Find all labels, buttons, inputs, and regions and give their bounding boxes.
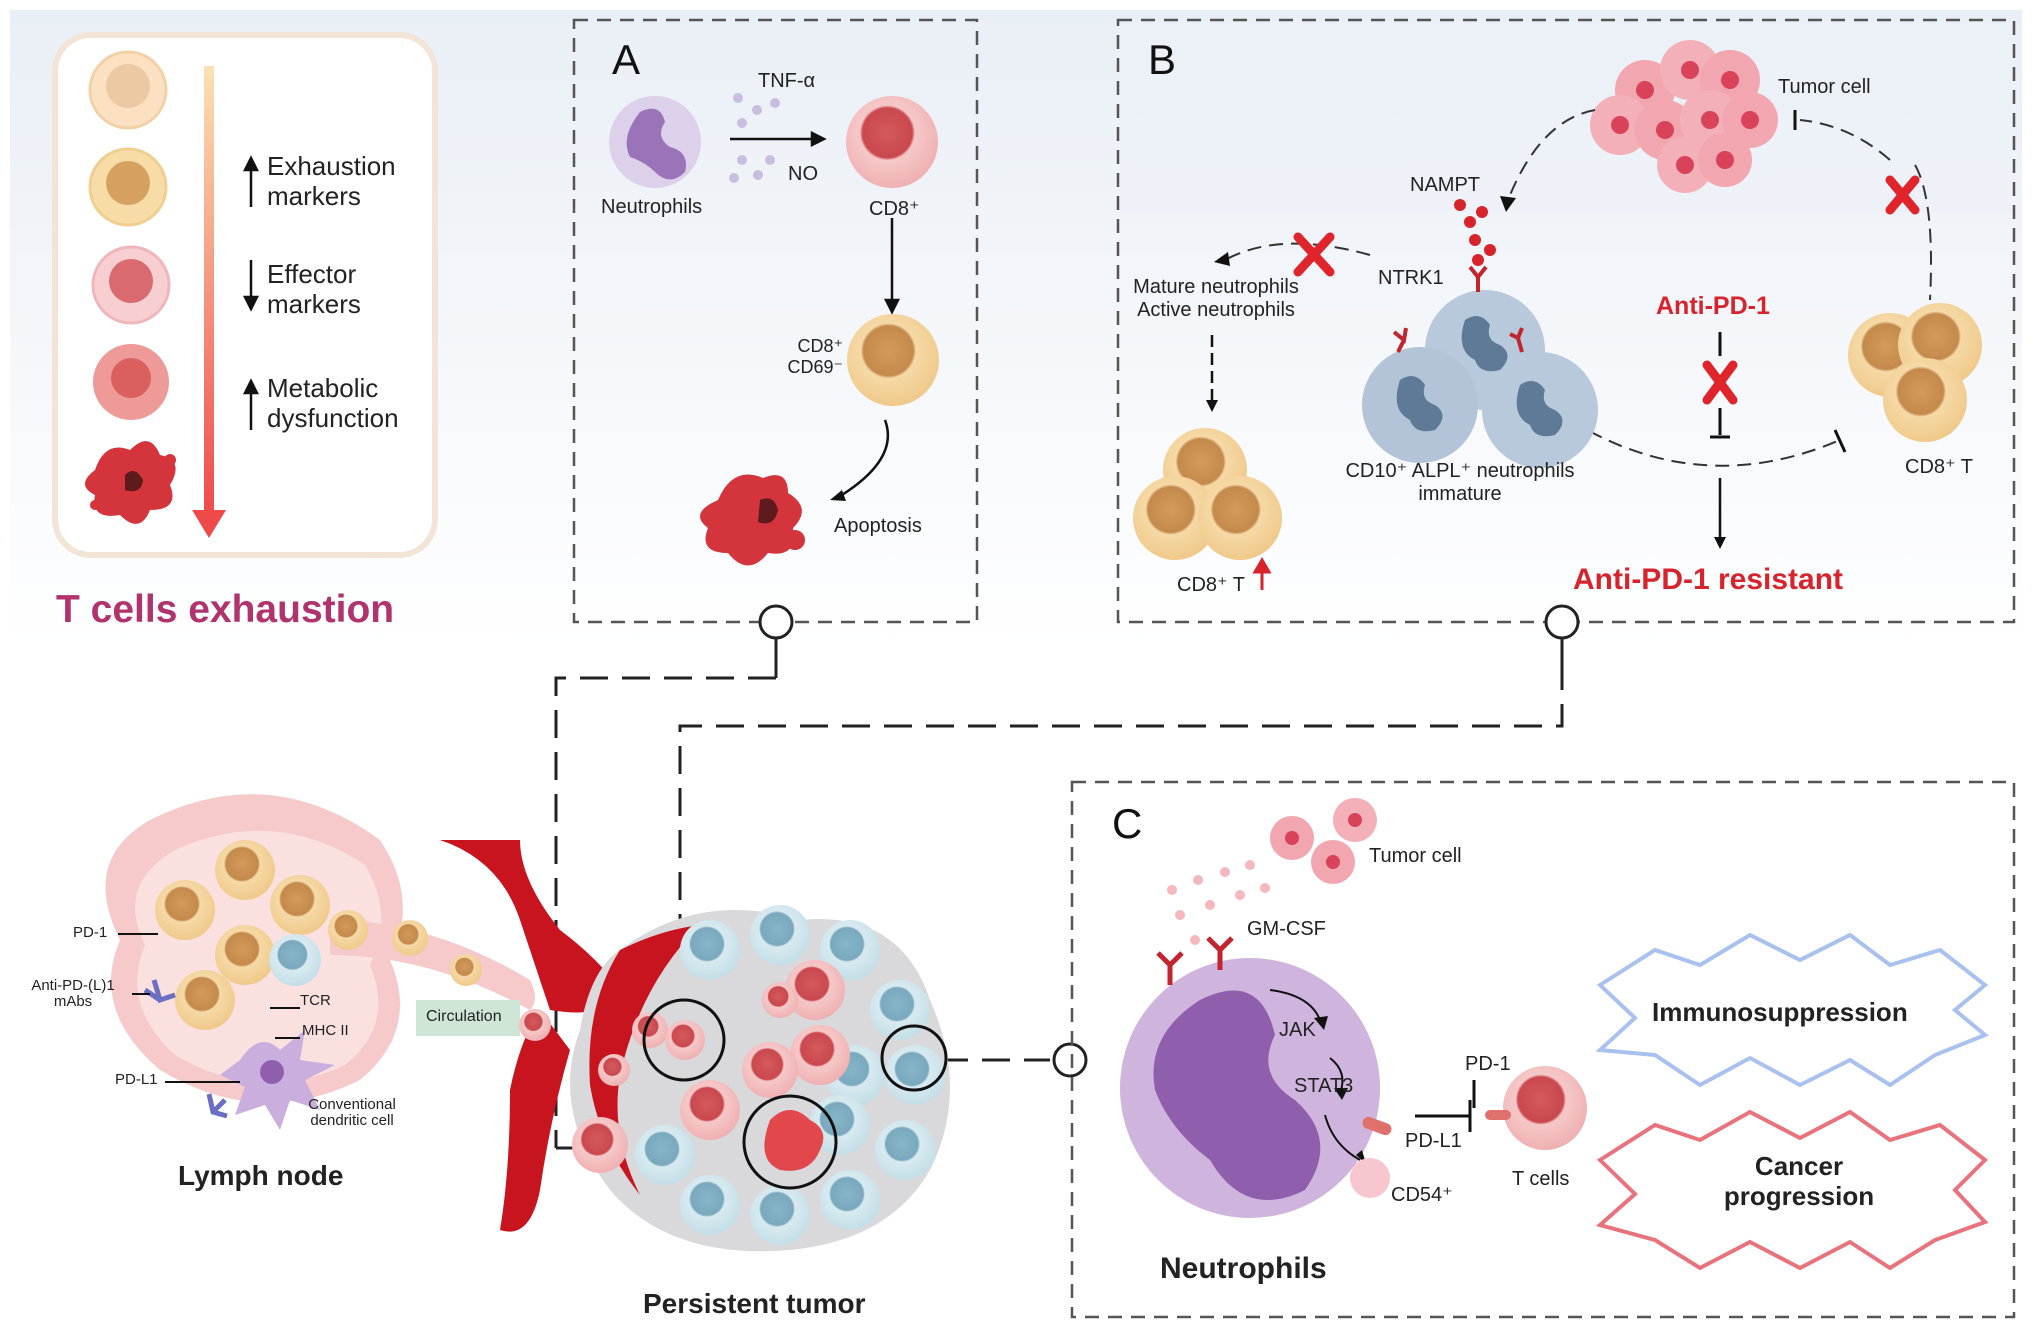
panel-b-letter: B bbox=[1148, 36, 1177, 83]
t-cells-label-c: T cells bbox=[1512, 1168, 1570, 1190]
legend-cell-exhausted bbox=[93, 344, 169, 420]
cd54-label: CD54⁺ bbox=[1391, 1184, 1453, 1206]
dendritic-cell bbox=[220, 1030, 335, 1130]
legend-title: T cells exhaustion bbox=[56, 588, 395, 631]
blood-vessel bbox=[440, 840, 620, 1232]
nampt-label: NAMPT bbox=[1410, 174, 1480, 196]
stat3-label: STAT3 bbox=[1294, 1075, 1354, 1097]
cd8t-label-right: CD8⁺ T bbox=[1905, 456, 1973, 478]
panel-a-letter: A bbox=[612, 36, 641, 83]
jak-label: JAK bbox=[1279, 1019, 1316, 1041]
cd8-t-cluster-left bbox=[1133, 428, 1282, 560]
cd8-label-a: CD8⁺ bbox=[869, 198, 920, 220]
apoptotic-cell bbox=[700, 474, 805, 566]
immature-neutrophils bbox=[1362, 265, 1598, 468]
anti-pd1-resistant-label: Anti-PD-1 resistant bbox=[1573, 563, 1844, 596]
tumor-cell-label-b: Tumor cell bbox=[1778, 76, 1871, 98]
pdl1-label-c: PD-L1 bbox=[1405, 1130, 1462, 1152]
no-label: NO bbox=[788, 163, 818, 185]
neutrophils-label-a: Neutrophils bbox=[601, 196, 703, 218]
cd8-cd69-cell bbox=[847, 314, 939, 406]
immunosuppression-star bbox=[1595, 932, 1989, 1088]
neutrophils-title-c: Neutrophils bbox=[1160, 1252, 1327, 1285]
panel-b bbox=[1116, 18, 2016, 624]
anti-pd1-label: Anti-PD-1 bbox=[1656, 292, 1770, 320]
ntrk1-label: NTRK1 bbox=[1378, 267, 1444, 289]
persistent-tumor bbox=[519, 905, 950, 1252]
mhc-label: MHC II bbox=[302, 1022, 349, 1039]
persistent-tumor-title: Persistent tumor bbox=[643, 1288, 866, 1319]
cd8t-label-left: CD8⁺ T bbox=[1177, 574, 1245, 596]
neutrophil-cell bbox=[609, 96, 701, 188]
panel-a bbox=[572, 18, 979, 624]
legend-cell-dead bbox=[85, 441, 176, 524]
pdl1-label-ln: PD-L1 bbox=[115, 1071, 158, 1088]
legend-panel bbox=[52, 32, 438, 558]
t-cell-c bbox=[1485, 1066, 1587, 1150]
tumor-cluster-b bbox=[1590, 40, 1778, 193]
circulation-box bbox=[416, 1000, 520, 1036]
pd1-label-ln: PD-1 bbox=[73, 924, 108, 941]
legend-cell-effector bbox=[91, 245, 171, 325]
cd8-cell-a bbox=[846, 96, 938, 188]
apoptosis-label: Apoptosis bbox=[834, 515, 922, 537]
pd1-label-c: PD-1 bbox=[1465, 1053, 1511, 1075]
cd8-cd69-label: CD8⁺CD69⁻ bbox=[787, 336, 843, 377]
tumor-cell-label-c: Tumor cell bbox=[1369, 845, 1462, 867]
panel-c bbox=[1070, 780, 2016, 1319]
legend-cell-naive bbox=[88, 50, 168, 130]
cancer-progression-star bbox=[1595, 1109, 1989, 1271]
cd8-t-cluster-right bbox=[1848, 303, 1982, 442]
lymph-node bbox=[105, 794, 535, 1130]
tumor-cells-c bbox=[1270, 798, 1377, 884]
tnf-alpha-label: TNF-α bbox=[758, 70, 816, 92]
panel-c-letter: C bbox=[1112, 800, 1143, 847]
circulation-label: Circulation bbox=[426, 1008, 502, 1025]
lymph-node-title: Lymph node bbox=[178, 1160, 344, 1191]
immunosuppression-label: Immunosuppression bbox=[1652, 997, 1908, 1027]
neutrophil-large bbox=[1120, 958, 1380, 1218]
gmcsf-label: GM-CSF bbox=[1247, 918, 1326, 940]
legend-cell-early bbox=[88, 147, 168, 227]
tcr-label: TCR bbox=[300, 992, 331, 1009]
